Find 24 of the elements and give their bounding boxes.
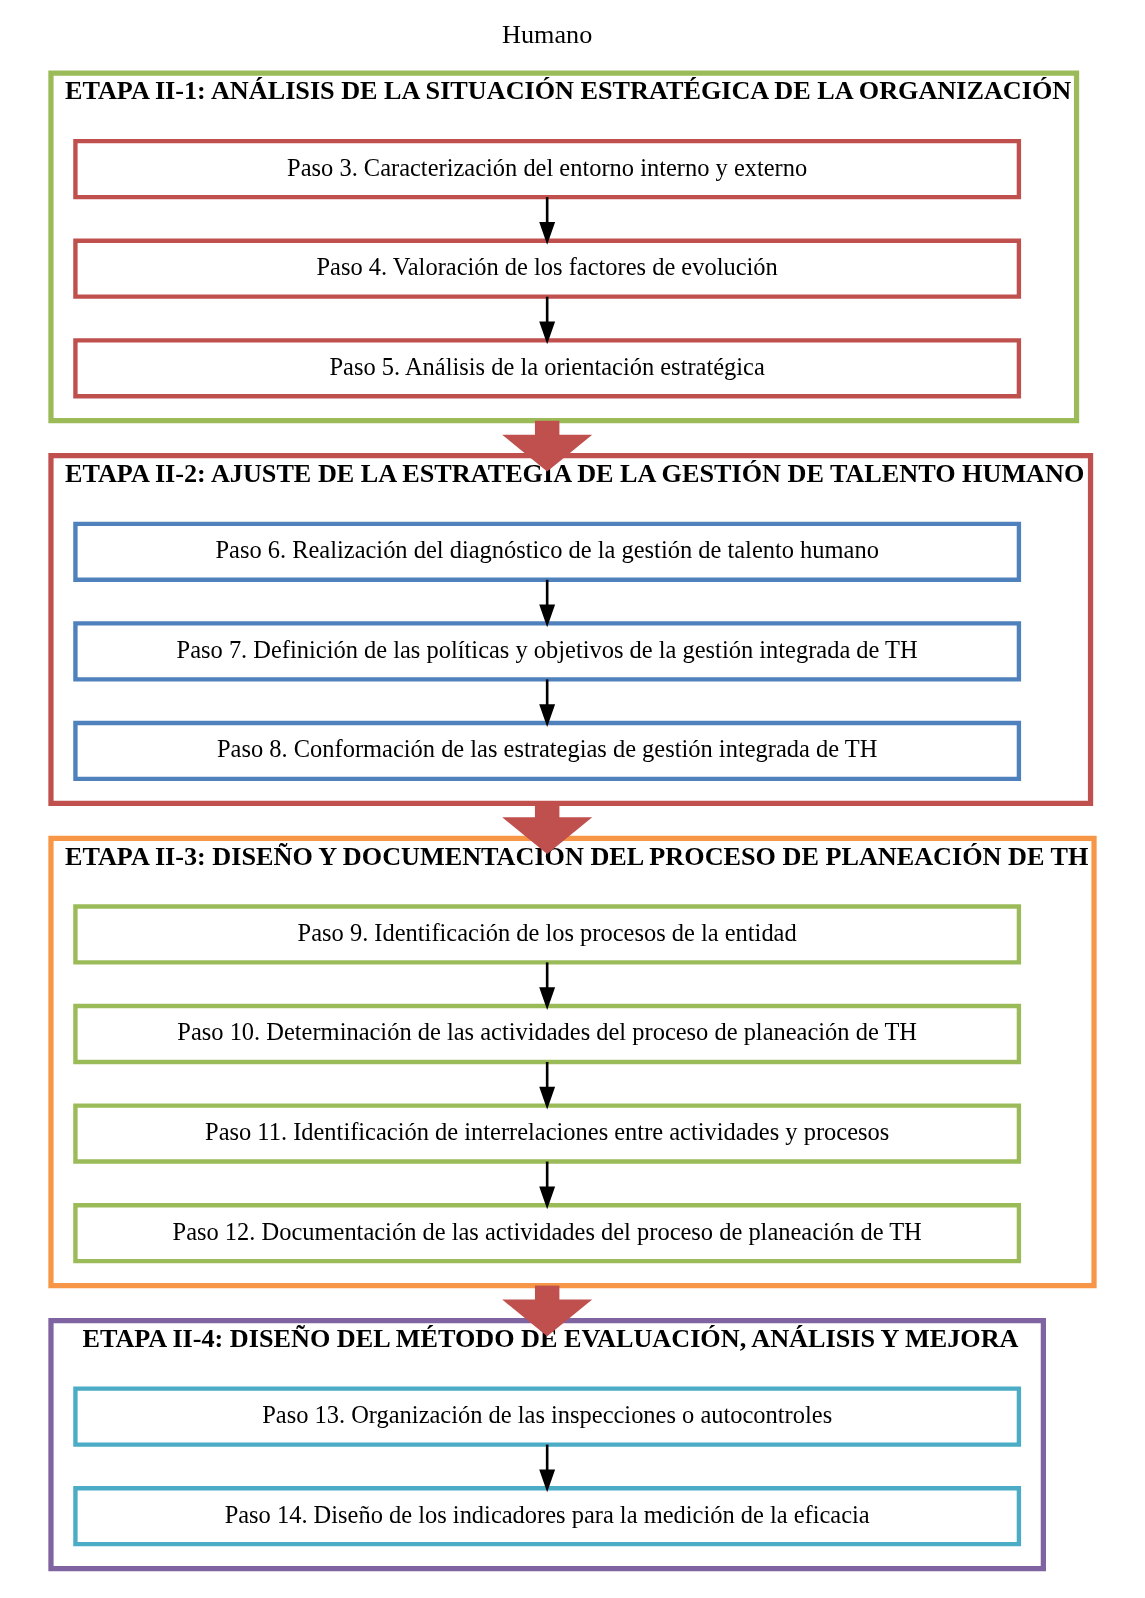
arrow (539, 679, 556, 727)
arrow (539, 962, 556, 1010)
node-box: Paso 13. Organización de las inspecciones o autocontroles (73, 1386, 1022, 1447)
node-box: Paso 3. Caracterización del entorno interno y externo (73, 139, 1022, 200)
node-box: Paso 8. Conformación de las estrategias de gestión integrada de TH (73, 720, 1022, 782)
node-box: Paso 9. Identificación de los procesos de la entidad (73, 904, 1022, 965)
arrow (539, 1062, 556, 1110)
node-box: Paso 5. Análisis de la orientación estratégica (73, 338, 1022, 399)
node-box: Paso 11. Identificación de interrelaciones entre actividades y procesos (73, 1103, 1022, 1164)
label: Humano (502, 20, 593, 50)
arrow (539, 1161, 556, 1210)
node-box: Paso 4. Valoración de los factores de evolución (73, 238, 1022, 299)
node-box: Paso 12. Documentación de las actividades del proceso de planeación de TH (73, 1203, 1022, 1264)
arrow (502, 803, 593, 855)
arrow (539, 296, 556, 345)
node-box: Paso 7. Definición de las políticas y objetivos de la gestión integrada de TH (73, 621, 1022, 682)
node-box: Paso 6. Realización del diagnóstico de la gestión de talento humano (73, 521, 1022, 582)
arrow (539, 197, 556, 245)
node-box: Paso 10. Determinación de las actividades del proceso de planeación de TH (73, 1003, 1022, 1065)
arrow (502, 420, 593, 472)
arrow (539, 1444, 556, 1493)
arrow (539, 579, 556, 628)
node-box: Paso 14. Diseño de los indicadores para la medición de la eficacia (73, 1486, 1022, 1547)
arrow (502, 1285, 593, 1337)
